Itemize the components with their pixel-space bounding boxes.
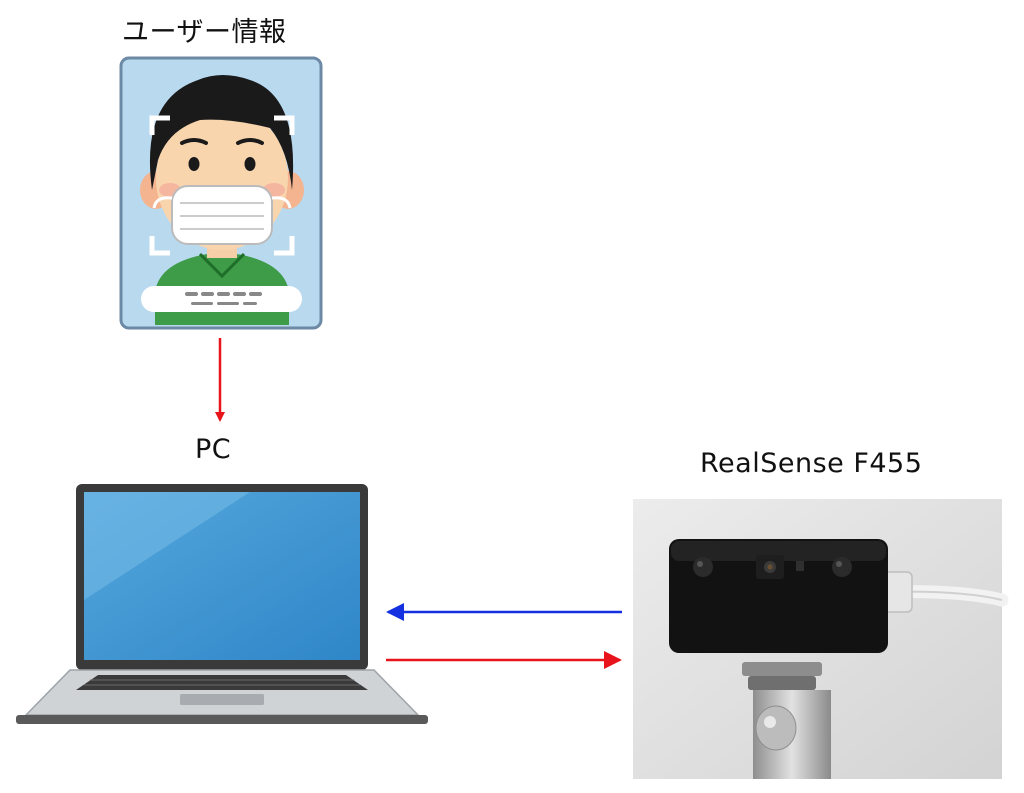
laptop-icon: [16, 484, 428, 724]
id-card-masked-person-icon: [119, 56, 323, 330]
pc-label: PC: [195, 434, 232, 465]
device-label: RealSense F455: [700, 448, 923, 479]
user-info-label: ユーザー情報: [122, 17, 287, 48]
realsense-camera-photo: [633, 499, 1009, 779]
